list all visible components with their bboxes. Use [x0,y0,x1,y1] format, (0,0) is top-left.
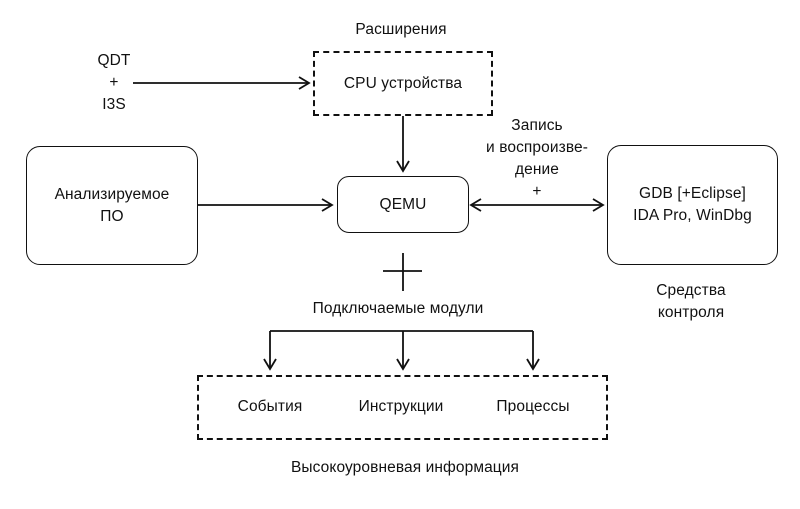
plus-line: + [109,74,119,91]
pluggable-modules-label: Подключаемые модули [312,300,484,317]
record-replay-plus: + [532,183,542,200]
control-tools-line1: Средства [656,282,726,299]
highlevel-info-label: Высокоуровневая информация [290,459,520,476]
analyzed-software-line1: Анализируемое [54,185,170,203]
cpu-devices-box: CPU устройства [313,51,493,116]
record-replay-line3: дение [514,161,559,178]
record-replay-line1: Запись [511,117,563,134]
output-events: События [237,398,303,415]
control-tools-line2: контроля [657,304,725,321]
qdt-i3s-label: QDT + I3S [97,50,130,116]
record-replay-line2: и воспроизве- [486,139,588,156]
output-instructions: Инструкции [358,398,444,415]
qemu-text: QEMU [379,195,427,213]
debug-tools-box: GDB [+Eclipse] IDA Pro, WinDbg [607,145,778,265]
plus-connector-icon [383,253,422,291]
extensions-label: Расширения [355,21,447,38]
analyzed-software-line2: ПО [100,207,124,225]
record-replay-label: Запись и воспроизве- дение + [486,115,588,203]
qemu-box: QEMU [337,176,469,233]
i3s-line: I3S [102,96,126,113]
modules-branch-bracket [263,330,540,371]
debug-tools-line2: IDA Pro, WinDbg [633,207,752,224]
output-processes: Процессы [496,398,570,415]
debug-tools-line1: GDB [+Eclipse] [639,185,746,202]
qdt-line: QDT [97,52,131,69]
cpu-devices-text: CPU устройства [343,74,463,92]
highlevel-output-box [197,375,608,440]
control-tools-label: Средства контроля [656,280,725,324]
analyzed-software-box: Анализируемое ПО [26,146,198,265]
